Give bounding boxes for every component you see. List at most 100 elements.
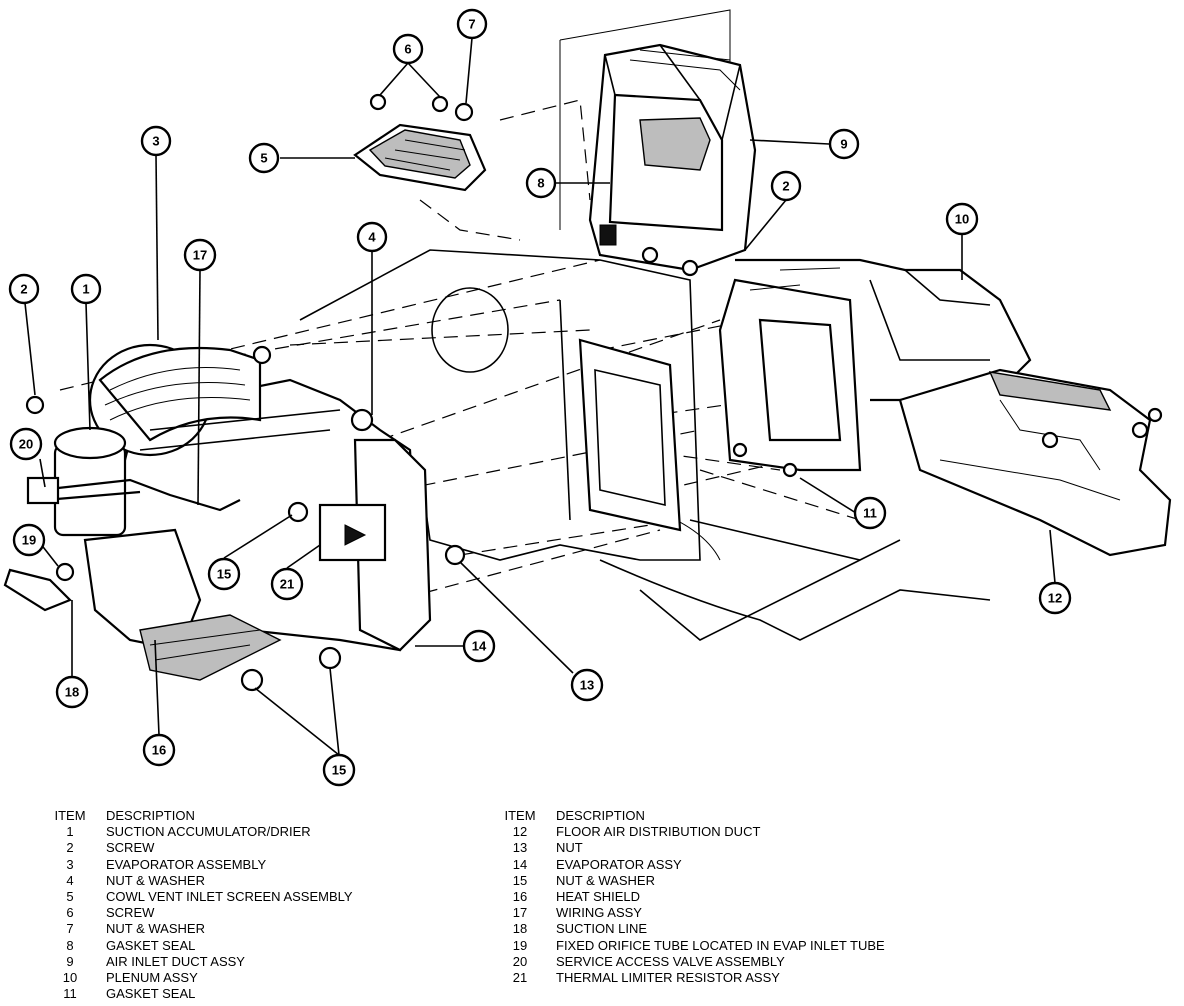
- callout-9: 9: [828, 128, 860, 160]
- legend-row: 3 EVAPORATOR ASSEMBLY: [44, 857, 353, 873]
- legend-item-number: 9: [66, 953, 74, 969]
- callout-15: 15: [322, 753, 356, 787]
- legend-row: 7 NUT & WASHER: [44, 921, 353, 937]
- legend-item-number: 11: [63, 986, 77, 1002]
- svg-text:21: 21: [280, 577, 294, 592]
- legend-item-description: PLENUM ASSY: [106, 970, 198, 986]
- legend-item-number: 16: [512, 889, 528, 905]
- svg-text:1: 1: [82, 282, 89, 297]
- svg-text:16: 16: [152, 743, 166, 758]
- svg-text:7: 7: [468, 17, 475, 32]
- legend-item-number: 2: [66, 840, 74, 856]
- callout-2: 2: [8, 273, 40, 305]
- legend-item-description: NUT: [556, 840, 583, 856]
- legend-row: 13 NUT: [494, 840, 885, 856]
- svg-text:2: 2: [20, 282, 27, 297]
- callout-12: 12: [1038, 581, 1072, 615]
- callout-6: 6: [392, 33, 424, 65]
- legend-header: ITEM DESCRIPTION: [494, 808, 885, 824]
- callout-18: 18: [55, 675, 89, 709]
- legend-row: 10 PLENUM ASSY: [44, 970, 353, 986]
- callout-10: 10: [945, 202, 979, 236]
- callout-15: 15: [207, 557, 241, 591]
- legend-item-number: 18: [512, 921, 528, 937]
- svg-text:8: 8: [537, 176, 544, 191]
- legend-item-number: 19: [512, 937, 528, 953]
- legend-row: 17 WIRING ASSY: [494, 905, 885, 921]
- cowl-vent-screen: [353, 93, 487, 192]
- legend-item-number: 12: [512, 824, 528, 840]
- svg-text:14: 14: [472, 639, 487, 654]
- callout-11: 11: [853, 496, 887, 530]
- svg-text:18: 18: [65, 685, 79, 700]
- accumulator-and-lines: [3, 426, 282, 681]
- legend-item-description: SUCTION ACCUMULATOR/DRIER: [106, 824, 311, 840]
- legend-item-description: SUCTION LINE: [556, 921, 648, 937]
- legend-row: 1 SUCTION ACCUMULATOR/DRIER: [44, 824, 353, 840]
- callout-19: 19: [12, 523, 46, 557]
- legend-row: 2 SCREW: [44, 840, 353, 856]
- legend-row: 19 FIXED ORIFICE TUBE LOCATED IN EVAP INL…: [494, 938, 885, 954]
- svg-text:9: 9: [840, 137, 847, 152]
- legend-item-description: GASKET SEAL: [106, 986, 196, 1002]
- callout-13: 13: [570, 668, 604, 702]
- legend-item-description: NUT & WASHER: [106, 872, 205, 888]
- legend-item-description: WIRING ASSY: [556, 905, 642, 921]
- legend-item-number: 1: [66, 824, 74, 840]
- description-header: DESCRIPTION: [106, 808, 195, 823]
- svg-text:5: 5: [260, 151, 267, 166]
- legend-item-description: AIR INLET DUCT ASSY: [106, 953, 245, 969]
- callout-21: 21: [270, 567, 304, 601]
- legend-item-description: COWL VENT INLET SCREEN ASSEMBLY: [106, 889, 353, 905]
- legend-item-number: 6: [66, 905, 74, 921]
- svg-text:6: 6: [404, 42, 411, 57]
- svg-text:4: 4: [368, 230, 376, 245]
- legend-item-number: 20: [512, 953, 528, 969]
- legend-item-description: NUT & WASHER: [556, 872, 655, 888]
- svg-text:13: 13: [580, 678, 594, 693]
- callout-4: 4: [356, 221, 388, 253]
- callout-7: 7: [456, 8, 488, 40]
- gasket-frame: [578, 338, 682, 532]
- legend-item-description: SCREW: [106, 840, 155, 856]
- legend-item-number: 3: [66, 856, 74, 872]
- legend-item-number: 8: [66, 937, 74, 953]
- legend-item-description: EVAPORATOR ASSEMBLY: [106, 856, 267, 872]
- callout-3: 3: [140, 125, 172, 157]
- description-header: DESCRIPTION: [556, 808, 645, 823]
- svg-text:20: 20: [19, 437, 33, 452]
- legend-row: 11 GASKET SEAL: [44, 986, 353, 1002]
- callout-1: 1: [70, 273, 102, 305]
- legend-item-number: 17: [512, 905, 528, 921]
- legend-item-number: 13: [512, 840, 528, 856]
- svg-text:15: 15: [332, 763, 346, 778]
- legend-item-number: 7: [66, 921, 74, 937]
- floor-duct: [898, 368, 1172, 557]
- legend-row: 20 SERVICE ACCESS VALVE ASSEMBLY: [494, 954, 885, 970]
- legend-item-description: FIXED ORIFICE TUBE LOCATED IN EVAP INLET…: [556, 937, 885, 953]
- legend-item-number: 4: [66, 872, 74, 888]
- legend-row: 4 NUT & WASHER: [44, 873, 353, 889]
- leader-lines: [24, 37, 1056, 756]
- svg-text:10: 10: [955, 212, 969, 227]
- fasteners: [25, 345, 798, 692]
- legend-item-description: SCREW: [106, 905, 155, 921]
- exploded-view-diagram: 1 2 2 3 4 5 6 7 8 9 10 11 12 13 14 15 15…: [3, 8, 1172, 787]
- legend-item-number: 10: [62, 970, 78, 986]
- legend-item-description: NUT & WASHER: [106, 921, 205, 937]
- callout-2: 2: [770, 170, 802, 202]
- legend-row: 18 SUCTION LINE: [494, 921, 885, 937]
- callout-14: 14: [462, 629, 496, 663]
- legend-row: 6 SCREW: [44, 905, 353, 921]
- legend-item-description: SERVICE ACCESS VALVE ASSEMBLY: [556, 953, 785, 969]
- legend-item-description: EVAPORATOR ASSY: [556, 856, 682, 872]
- svg-text:19: 19: [22, 533, 36, 548]
- callout-16: 16: [142, 733, 176, 767]
